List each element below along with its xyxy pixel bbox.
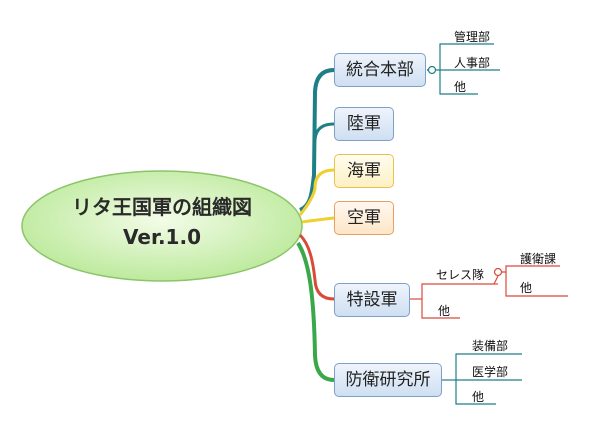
seres-child-escort-section[interactable]: 護衛課 [520,252,557,266]
hq-child-personnel[interactable]: 人事部 [454,56,491,70]
root-version: Ver.1.0 [123,225,201,249]
hq-child-other[interactable]: 他 [454,80,467,94]
special-child-other[interactable]: 他 [438,304,451,318]
branch-connector-hq [299,68,335,212]
seres-collapse-toggle[interactable] [493,267,503,277]
node-special-forces[interactable]: 特設軍 [334,283,410,317]
node-air-force[interactable]: 空軍 [334,201,394,235]
research-child-equipment[interactable]: 装備部 [472,339,509,353]
hq-collapse-toggle[interactable] [427,65,437,75]
branch-connector-research [296,241,335,382]
node-defense-research[interactable]: 防衛研究所 [334,363,442,397]
branch-connector-army [313,122,335,141]
root-ellipse[interactable] [21,170,303,282]
branch-connector-navy [298,168,335,216]
root-title: リタ王国軍の組織図 [72,195,252,219]
node-navy[interactable]: 海軍 [334,154,394,188]
node-army[interactable]: 陸軍 [334,107,394,141]
hq-child-management[interactable]: 管理部 [454,30,491,44]
node-integrated-hq[interactable]: 統合本部 [334,53,426,87]
research-child-other[interactable]: 他 [472,390,485,404]
branch-connector-special [298,233,335,301]
special-child-seres-unit[interactable]: セレス隊 [436,268,485,282]
branch-connector-air [301,216,335,224]
root-topic[interactable]: リタ王国軍の組織図 Ver.1.0 [24,192,300,260]
research-child-medical[interactable]: 医学部 [472,365,509,379]
seres-child-other[interactable]: 他 [520,281,533,295]
